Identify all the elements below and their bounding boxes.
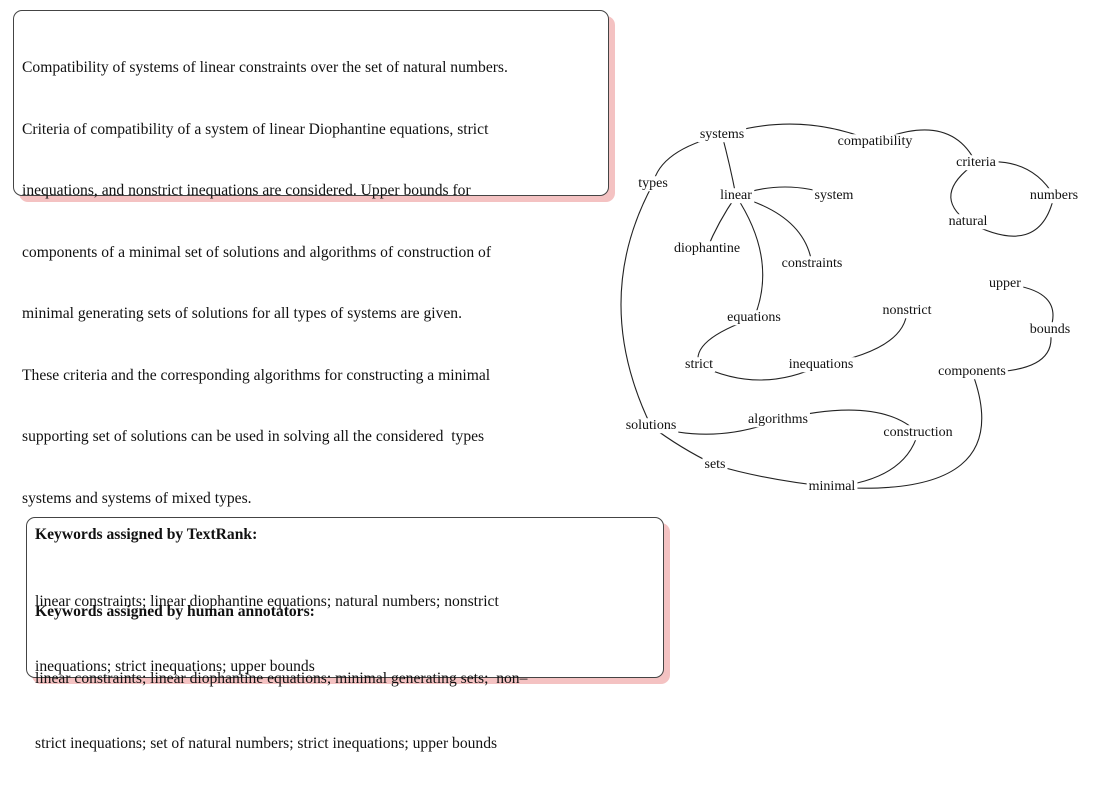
graph-node-construction: construction [881,425,955,441]
graph-node-label: systems [700,127,744,142]
graph-node-label: criteria [956,155,996,170]
graph-edge [831,371,983,489]
graph-node-compatibility: compatibility [835,134,915,150]
keywords-box: Keywords assigned by TextRank: linear co… [26,517,664,752]
graph-node-bg [779,256,845,272]
graph-node-label: solutions [626,418,677,433]
textrank-line: inequations; strict inequations; upper b… [35,657,315,675]
graph-node-label: nonstrict [883,303,932,318]
textrank-keywords: linear constraints; linear diophantine e… [35,548,655,720]
abstract-line: components of a minimal set of solutions… [22,243,492,261]
graph-node-bg [683,357,716,373]
graph-node-systems: systems [697,127,747,143]
graph-node-bounds: bounds [1027,322,1073,338]
human-heading: Keywords assigned by human annotators: [35,603,315,620]
graph-node-components: components [936,364,1008,380]
graph-node-label: compatibility [838,134,913,149]
graph-node-upper: upper [987,276,1024,292]
graph-node-linear: linear [718,188,755,204]
human-line: linear constraints; linear diophantine e… [35,670,528,687]
graph-node-bg [1027,188,1081,204]
graph-node-bg [697,127,747,143]
abstract-line: Criteria of compatibility of a system of… [22,120,489,138]
graph-node-bg [806,479,858,495]
abstract-line: systems and systems of mixed types. [22,489,252,507]
abstract-line: Compatibility of systems of linear const… [22,59,508,76]
abstract-text: Compatibility of systems of linear const… [22,17,606,550]
graph-edge [950,162,977,223]
graph-node-label: types [638,176,668,191]
graph-node-bg [835,134,915,150]
graph-node-bg [936,364,1008,380]
graph-node-strict: strict [683,357,716,373]
graph-nodes: systems compatibility criteria numbers natur… [623,127,1081,495]
graph-node-label: equations [727,310,781,325]
graph-node-label: algorithms [748,412,808,427]
abstract-line: inequations, and nonstrict inequations a… [22,182,471,199]
graph-node-label: bounds [1030,322,1070,337]
graph-node-label: inequations [789,357,854,372]
graph-node-label: upper [989,276,1021,291]
graph-node-bg [702,457,728,473]
graph-node-label: natural [949,214,988,229]
human-line: strict inequations; set of natural numbe… [35,734,498,752]
graph-node-bg [812,188,856,204]
graph-node-sets: sets [702,457,728,473]
graph-node-solutions: solutions [623,418,679,434]
graph-node-label: components [938,364,1006,379]
graph-node-label: constraints [782,256,843,271]
graph-node-label: diophantine [674,241,740,256]
abstract-box: Compatibility of systems of linear const… [13,10,609,507]
graph-edge [735,195,813,265]
graph-node-system: system [812,188,856,204]
graph-node-equations: equations [725,310,783,326]
abstract-line: minimal generating sets of solutions for… [22,305,463,322]
graph-node-label: linear [720,188,752,203]
graph-node-bg [880,303,934,319]
graph-node-bg [623,418,679,434]
graph-node-label: minimal [809,479,856,494]
graph-node-constraints: constraints [779,256,845,272]
graph-edges [620,123,1055,489]
graph-edge [735,195,764,319]
human-keywords: linear constraints; linear diophantine e… [35,625,655,797]
graph-node-criteria: criteria [954,155,999,171]
graph-node-diophantine: diophantine [671,241,743,257]
graph-node-inequations: inequations [786,357,856,373]
graph-node-label: strict [685,357,713,372]
graph-node-bg [946,214,990,230]
abstract-line: supporting set of solutions can be used … [22,428,485,445]
textrank-line: linear constraints; linear diophantine e… [35,593,499,610]
graph-node-label: numbers [1030,188,1078,203]
cooccurrence-graph: systems compatibility criteria numbers natur… [620,123,1081,495]
graph-node-bg [954,155,999,171]
graph-node-label: sets [705,457,726,472]
graph-node-nonstrict: nonstrict [880,303,934,319]
graph-node-bg [987,276,1024,292]
graph-node-bg [636,176,670,192]
abstract-line: These criteria and the corresponding alg… [22,366,491,384]
textrank-heading: Keywords assigned by TextRank: [35,526,258,543]
graph-node-bg [1027,322,1073,338]
graph-node-numbers: numbers [1027,188,1081,204]
graph-node-algorithms: algorithms [746,412,810,428]
graph-node-minimal: minimal [806,479,858,495]
graph-node-label: construction [883,425,952,440]
graph-node-bg [725,310,783,326]
graph-node-types: types [636,176,670,192]
graph-edge [620,183,654,427]
graph-node-bg [881,425,955,441]
graph-node-bg [718,188,755,204]
graph-node-bg [786,357,856,373]
graph-node-bg [671,241,743,257]
graph-node-label: system [815,188,854,203]
graph-edge [721,134,737,197]
graph-node-bg [746,412,810,428]
graph-node-natural: natural [946,214,990,230]
